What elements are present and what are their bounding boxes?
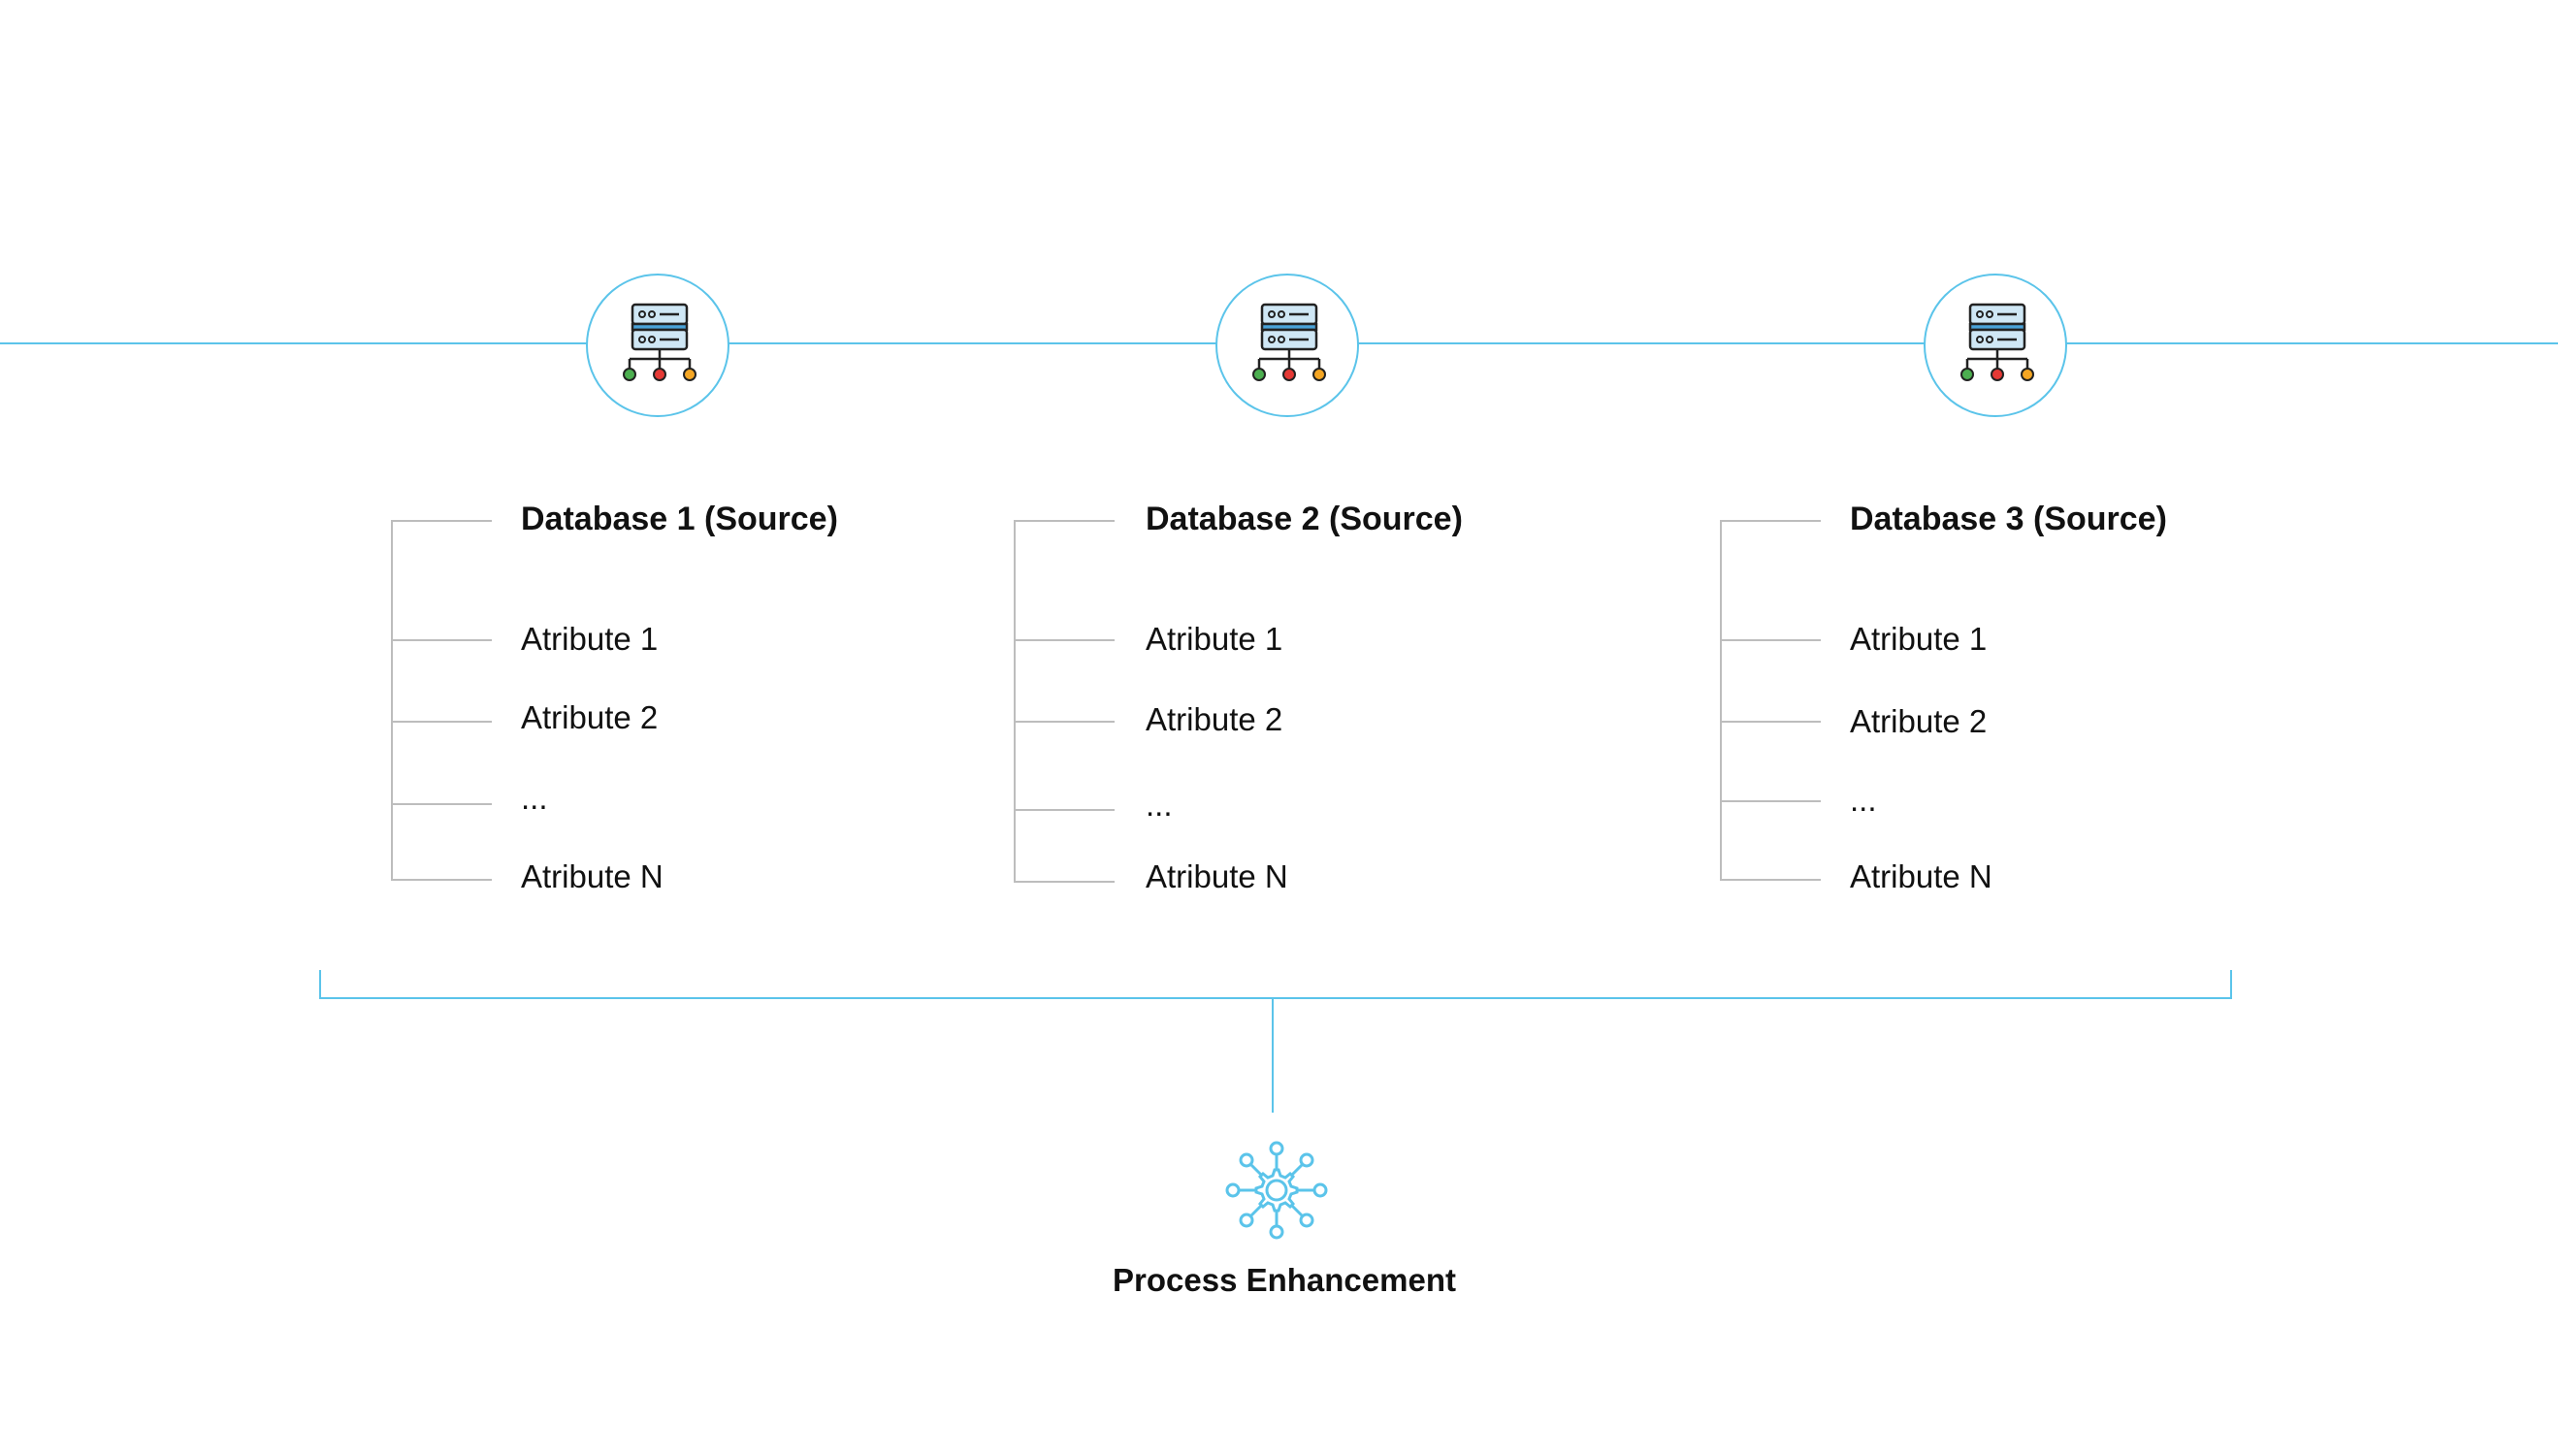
merge-stem-line xyxy=(1272,998,1274,1113)
process-enhancement-label: Process Enhancement xyxy=(1113,1262,1456,1298)
database-1-attr-branch xyxy=(391,879,492,881)
database-3-attr-branch xyxy=(1720,639,1821,641)
merge-bracket xyxy=(319,970,2232,999)
database-1-attribute: Atribute 1 xyxy=(521,621,659,657)
server-network-icon xyxy=(623,303,696,381)
database-1-tree-trunk xyxy=(391,520,393,881)
database-1-attr-branch xyxy=(391,721,492,723)
database-2-attribute: Atribute 1 xyxy=(1146,621,1283,657)
database-3-attr-branch xyxy=(1720,800,1821,802)
database-1-attr-branch xyxy=(391,803,492,805)
database-2-icon-circle xyxy=(1215,274,1359,417)
database-3-attribute: Atribute N xyxy=(1850,858,1992,894)
database-2-attr-branch xyxy=(1014,881,1115,883)
database-1-icon-circle xyxy=(586,274,729,417)
database-3-attribute: Atribute 2 xyxy=(1850,703,1988,739)
database-2-attr-branch xyxy=(1014,721,1115,723)
database-1-attribute: Atribute 2 xyxy=(521,699,659,735)
database-3-attr-branch xyxy=(1720,879,1821,881)
server-network-icon xyxy=(1960,303,2034,381)
database-2-title-branch xyxy=(1014,520,1115,522)
database-2-attribute: Atribute 2 xyxy=(1146,701,1283,737)
database-2-attribute: Atribute N xyxy=(1146,858,1288,894)
database-2-attribute: ... xyxy=(1146,787,1173,823)
database-1-attribute: Atribute N xyxy=(521,858,664,894)
database-2-tree-trunk xyxy=(1014,520,1016,883)
server-network-icon xyxy=(1252,303,1326,381)
database-1-attribute: ... xyxy=(521,780,548,816)
database-3-tree-trunk xyxy=(1720,520,1722,881)
database-1-title: Database 1 (Source) xyxy=(521,501,838,537)
database-3-title-branch xyxy=(1720,520,1821,522)
database-3-icon-circle xyxy=(1924,274,2067,417)
database-2-attr-branch xyxy=(1014,809,1115,811)
database-2-title: Database 2 (Source) xyxy=(1146,501,1463,537)
database-3-title: Database 3 (Source) xyxy=(1850,501,2167,537)
database-3-attribute: ... xyxy=(1850,782,1877,818)
gear-network-icon xyxy=(1225,1141,1328,1240)
database-3-attr-branch xyxy=(1720,721,1821,723)
database-1-title-branch xyxy=(391,520,492,522)
database-3-attribute: Atribute 1 xyxy=(1850,621,1988,657)
database-1-attr-branch xyxy=(391,639,492,641)
database-2-attr-branch xyxy=(1014,639,1115,641)
